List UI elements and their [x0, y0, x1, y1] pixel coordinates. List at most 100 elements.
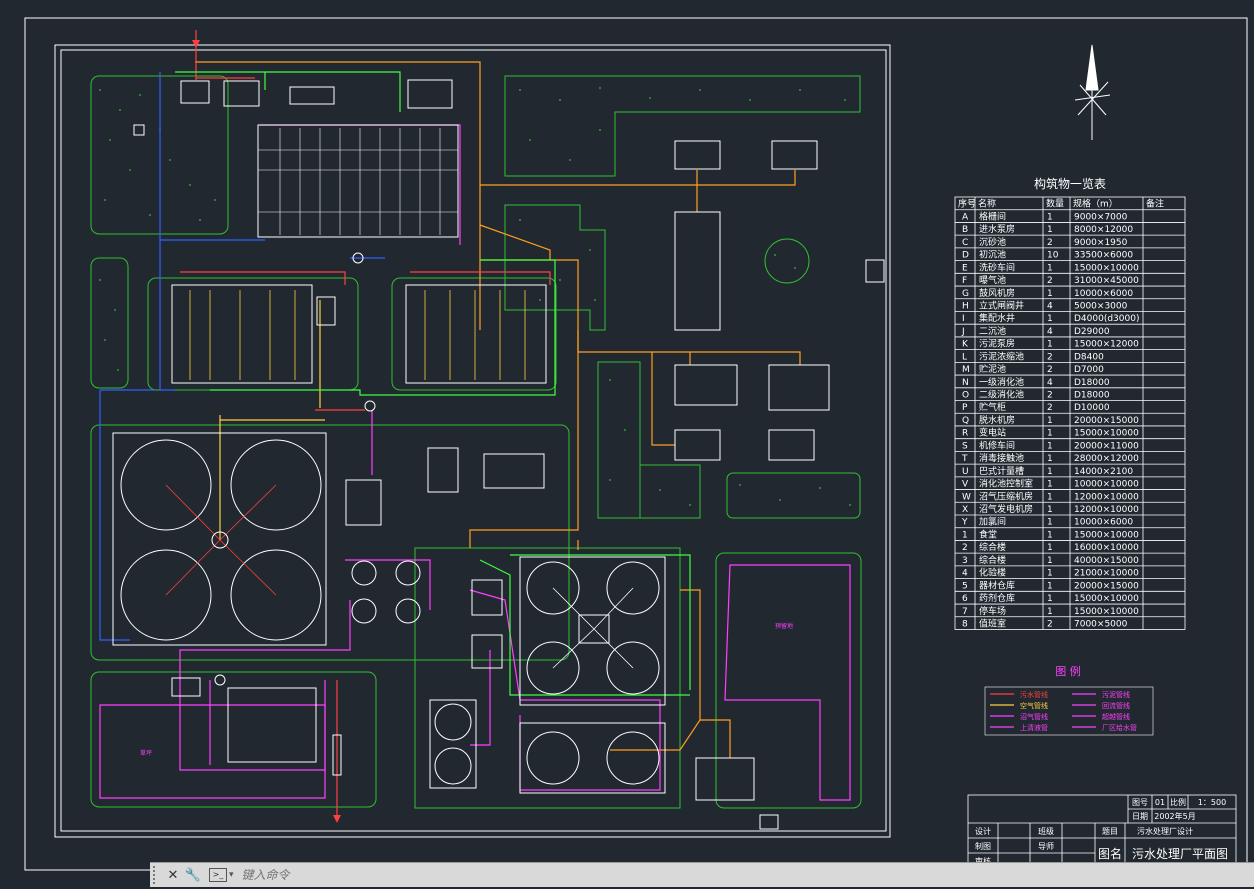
table-cell: 1 — [1047, 289, 1053, 299]
table-cell: 1 — [1047, 530, 1053, 540]
table-cell: 机修车间 — [979, 439, 1015, 451]
table-cell: 1 — [1047, 518, 1053, 528]
table-cell: 15000×10000 — [1074, 607, 1139, 617]
table-cell: 加氯间 — [979, 516, 1006, 528]
svg-text:污水处理厂设计: 污水处理厂设计 — [1137, 826, 1193, 836]
table-cell: X — [962, 505, 968, 515]
table-cell: 12000×10000 — [1074, 505, 1139, 515]
table-cell: 10 — [1047, 251, 1059, 261]
A-screen-room — [180, 80, 210, 104]
B-pump-house — [223, 80, 260, 107]
legend-label: 污水管线 — [1020, 690, 1048, 699]
legend-label: 上清液管 — [1020, 723, 1048, 732]
legend-items: 污水管线污泥管线空气管线回流管线沼气管线超越管线上清液管厂区给水管 — [990, 690, 1137, 732]
power-lines — [195, 61, 801, 758]
table-cell: 1 — [1047, 543, 1053, 553]
table-cell: 综合楼 — [979, 554, 1006, 566]
svg-text:题目: 题目 — [1102, 827, 1118, 836]
table-cell: 15000×10000 — [1074, 263, 1139, 273]
grip-handle[interactable] — [153, 866, 163, 884]
secondary-spokes — [165, 484, 277, 596]
table-cell: 4 — [1047, 327, 1053, 337]
table-cell: W — [962, 492, 971, 502]
table-grid — [954, 196, 1186, 630]
table-cell: 20000×15000 — [1074, 581, 1139, 591]
table-cell: 巴式计量槽 — [979, 465, 1024, 477]
table-cell: 2 — [1047, 391, 1053, 401]
legend-label: 厂区给水管 — [1102, 723, 1137, 732]
customize-icon[interactable]: 🔧 — [184, 867, 202, 883]
svg-text:污水处理厂平面图: 污水处理厂平面图 — [1132, 847, 1228, 861]
close-icon[interactable]: ✕ — [167, 867, 179, 883]
table-header-cell: 数量 — [1046, 198, 1064, 210]
table-cell: H — [962, 301, 969, 311]
table-cell: 1 — [962, 530, 968, 540]
table-cell: D8400 — [1074, 352, 1104, 362]
svg-text:图名: 图名 — [1098, 846, 1122, 861]
table-cell: 1 — [1047, 429, 1053, 439]
table-cell: A — [962, 212, 969, 222]
table-cell: 食堂 — [979, 528, 997, 540]
table-cell: 2 — [1047, 365, 1053, 375]
table-cell: 初沉池 — [979, 249, 1006, 261]
table-cell: 4 — [1047, 378, 1053, 388]
table-cell: 2 — [1047, 403, 1053, 413]
table-cell: 2 — [1047, 619, 1053, 629]
table-cell: 2 — [1047, 238, 1053, 248]
svg-text:审核: 审核 — [975, 856, 991, 866]
command-prompt-icon[interactable]: >_▾ — [209, 868, 234, 882]
table-cell: 8000×12000 — [1074, 225, 1133, 235]
table-cell: D29000 — [1074, 327, 1110, 337]
table-cell: 15000×10000 — [1074, 429, 1139, 439]
svg-text:设计: 设计 — [975, 826, 991, 836]
table-cell: 4 — [962, 569, 968, 579]
C-grit-chamber — [289, 86, 335, 105]
table-cell: 10000×6000 — [1074, 289, 1133, 299]
table-header-cell: 规格（m） — [1073, 198, 1118, 210]
svg-text:日期: 日期 — [1132, 812, 1148, 821]
G-blower — [316, 296, 336, 326]
table-cell: 1 — [1047, 569, 1053, 579]
lawn-label: 预留地 — [775, 622, 793, 630]
svg-text:制图: 制图 — [975, 841, 991, 851]
table-cell: J — [961, 327, 965, 337]
table-cell: D4000(d3000) — [1074, 314, 1139, 324]
table-cell: 4 — [1047, 301, 1053, 311]
site-boundary — [60, 49, 887, 832]
table-cell: P — [962, 403, 968, 413]
table-cell: 1 — [1047, 225, 1053, 235]
table-cell: 20000×15000 — [1074, 416, 1139, 426]
table-cell: 15000×12000 — [1074, 340, 1139, 350]
J-secondary-block — [112, 432, 327, 646]
title-block-text: 图号 01 比例 1：500 日期 2002年5月 设计 制图 审核 班级 导师… — [975, 797, 1228, 866]
svg-text:图号: 图号 — [1132, 798, 1148, 807]
command-input[interactable] — [239, 867, 1044, 883]
table-cell: 9000×7000 — [1074, 212, 1128, 222]
table-cell: V — [962, 480, 969, 490]
table-cell: 鼓风机房 — [979, 287, 1015, 299]
table-cell: 洗砂车间 — [979, 261, 1015, 273]
table-cell: 33500×6000 — [1074, 251, 1133, 261]
table-cell: D10000 — [1074, 403, 1110, 413]
aeration-detail — [189, 290, 526, 380]
D-primary-clarifier — [257, 124, 459, 238]
table-cell: 1 — [1047, 467, 1053, 477]
table-cell: 15000×10000 — [1074, 530, 1139, 540]
table-cell: 变电站 — [979, 427, 1006, 439]
table-cell: 7000×5000 — [1074, 619, 1128, 629]
table-cell: 1 — [1047, 416, 1053, 426]
table-cell: 消化池控制室 — [979, 478, 1033, 490]
table-cell: 贮泥池 — [979, 363, 1006, 375]
table-cell: C — [962, 238, 968, 248]
table-cell: 1 — [1047, 492, 1053, 502]
table-cell: 一级消化池 — [979, 376, 1024, 388]
F-aeration-2 — [405, 284, 547, 384]
table-cell: D — [962, 251, 969, 261]
table-cell: 沼气压缩机房 — [979, 490, 1033, 502]
legend-label: 回流管线 — [1102, 701, 1130, 710]
table-cell: 停车场 — [979, 605, 1006, 617]
table-cell: 21000×10000 — [1074, 569, 1139, 579]
lawn-dots — [99, 87, 851, 506]
table-cell: 二级消化池 — [979, 389, 1024, 401]
